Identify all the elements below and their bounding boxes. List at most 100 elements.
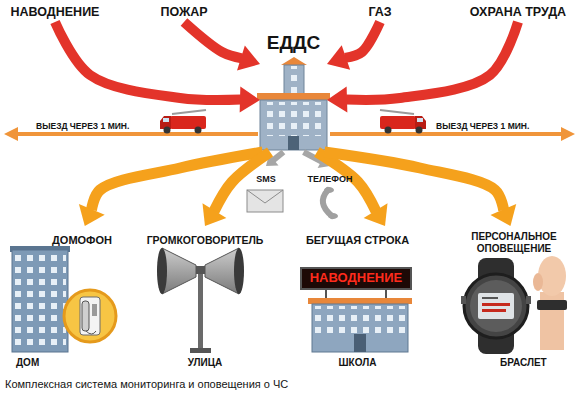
hazard-source: ГАЗ <box>358 4 402 22</box>
node-label: БЕГУЩАЯ СТРОКА <box>295 234 420 247</box>
arrow-shaft <box>184 22 242 58</box>
sign-post <box>325 290 327 299</box>
node-label: УЛИЦА <box>145 357 265 369</box>
fire-truck-wheel <box>164 127 171 134</box>
school-roof <box>308 298 412 304</box>
arrow-shaft <box>273 152 283 160</box>
notify-arrow <box>202 152 270 226</box>
arrow-head <box>327 86 347 112</box>
dispatch-line <box>330 132 563 136</box>
hazard-source: НАВОДНЕНИЕ <box>5 4 105 22</box>
bracelet-case <box>464 274 528 338</box>
phone-channel: ТЕЛЕФОН <box>300 166 360 216</box>
dispatch-label: ВЫЕЗД ЧЕРЕЗ 1 МИН. <box>36 122 129 132</box>
arrow-shaft <box>346 22 518 100</box>
fire-truck-ladder <box>380 110 414 114</box>
loudspeaker-horn <box>205 248 239 294</box>
alert-arrow <box>327 22 380 70</box>
arrow-head <box>237 46 260 71</box>
building-door <box>288 136 299 150</box>
fire-truck-body <box>380 116 416 129</box>
node-label: ШКОЛА <box>295 357 420 369</box>
dispatch-label: ВЫЕЗД ЧЕРЕЗ 1 МИН. <box>436 122 529 132</box>
building-windows <box>262 102 325 136</box>
hazard-source: ОХРАНА ТРУДА <box>462 4 574 22</box>
node-label: ДОМОФОН <box>52 234 112 247</box>
screen-line <box>482 303 510 306</box>
house-windows <box>14 254 66 346</box>
node-label: ТЕЛЕФОН <box>300 174 360 184</box>
hand <box>538 256 566 296</box>
screen-line <box>482 297 498 299</box>
tower-windows <box>285 66 303 94</box>
phone-handset <box>323 190 332 216</box>
ticker-sign: НАВОДНЕНИЕ <box>300 267 412 290</box>
node-label: ГРОМКОГОВОРИТЕЛЬ <box>140 234 270 246</box>
alert-arrow <box>184 22 260 70</box>
fire-truck-wheel <box>195 127 202 134</box>
wrist-band <box>537 300 567 310</box>
node-label: SMS <box>240 174 292 184</box>
figure-caption: Комплексная система мониторинга и оповещ… <box>5 378 288 391</box>
building-body <box>260 100 327 150</box>
personal-channel: ПЕРСОНАЛЬНОЕ ОПОВЕЩЕНИЕБРАСЛЕТ <box>455 226 573 372</box>
dispatch-center: ЕДДС <box>260 32 327 152</box>
intercom-panel <box>80 297 100 335</box>
loudspeaker-mouth <box>157 248 167 294</box>
dispatch-arrowhead <box>561 127 575 141</box>
loudspeaker-horn <box>162 248 196 294</box>
loudspeaker-mouth <box>234 248 244 294</box>
ticker-channel: БЕГУЩАЯ СТРОКА ШКОЛА НАВОДНЕНИЕ <box>295 226 420 372</box>
dispatch-arrowhead <box>4 127 18 141</box>
node-label: НАВОДНЕНИЕ <box>302 271 410 286</box>
envelope-flap <box>247 190 283 203</box>
intercom-keypad <box>92 304 97 316</box>
bracelet-button <box>461 296 466 304</box>
intercom-handset <box>82 301 89 331</box>
arrow-shaft <box>55 22 241 100</box>
house-body <box>12 250 68 352</box>
bracelet-screen <box>478 293 514 319</box>
arrow-head <box>364 203 388 226</box>
phone-earpiece <box>324 187 334 193</box>
arrow-head <box>240 87 260 113</box>
dispatch-line <box>16 132 258 136</box>
fire-truck-body <box>170 116 206 129</box>
loudspeaker-pole <box>198 270 203 350</box>
node-label: ОХРАНА ТРУДА <box>462 5 574 19</box>
alert-arrow <box>55 22 260 113</box>
bracelet-button <box>526 296 531 304</box>
building-roof <box>257 93 330 100</box>
notify-arrow <box>324 152 516 226</box>
notify-arrow <box>79 152 263 226</box>
screen-line <box>482 309 506 312</box>
sms-channel: SMS <box>240 166 292 216</box>
node-label: ПОЖАР <box>150 5 218 19</box>
sign-post <box>385 290 387 299</box>
school-door <box>354 334 366 352</box>
arrow-head <box>202 203 226 226</box>
arrow-head <box>327 45 350 70</box>
tower <box>284 65 304 96</box>
fire-truck-wheel <box>385 127 392 134</box>
fire-truck-window <box>417 118 423 122</box>
hazard-source: ПОЖАР <box>150 4 218 22</box>
fire-truck-window <box>163 118 169 122</box>
node-label: БРАСЛЕТ <box>500 357 547 369</box>
tower-roof <box>281 57 307 65</box>
loudspeaker-channel: ГРОМКОГОВОРИТЕЛЬУЛИЦА <box>145 226 265 372</box>
bracelet-strap <box>478 258 514 354</box>
intercom-badge <box>64 290 116 342</box>
phone-mouthpiece <box>328 213 338 219</box>
intercom-cord <box>86 331 96 334</box>
thumb <box>533 273 543 291</box>
loudspeaker-base <box>190 348 211 353</box>
arrow-shaft <box>345 22 380 58</box>
bracelet-bezel <box>470 280 522 332</box>
node-label: ГАЗ <box>358 5 402 19</box>
fire-truck-ladder <box>172 110 206 114</box>
envelope-icon <box>247 190 283 212</box>
